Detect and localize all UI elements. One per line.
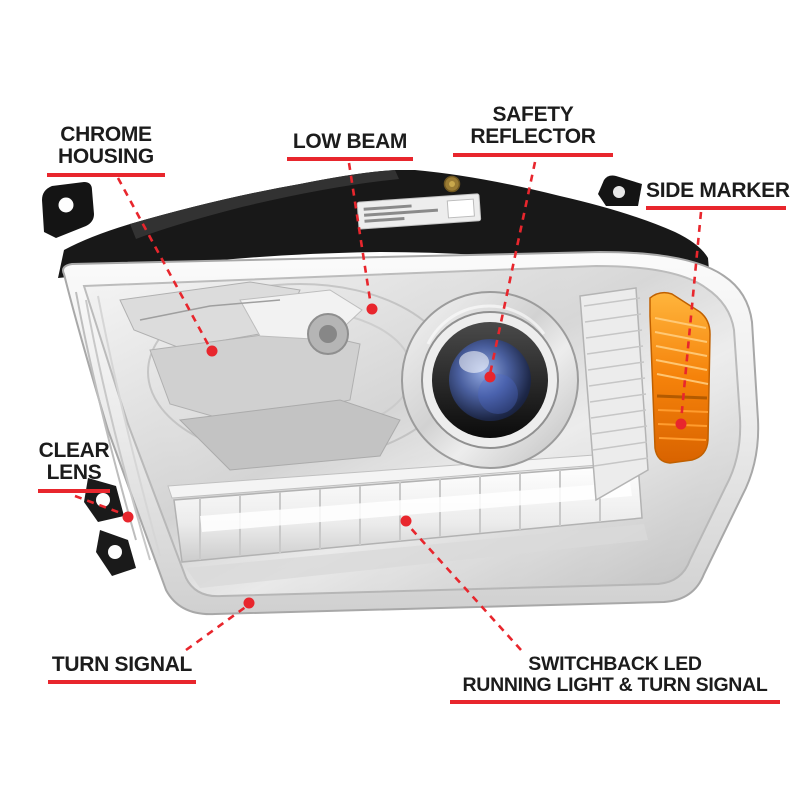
callout-clear-lens: CLEAR LENS — [38, 439, 110, 493]
callout-low-beam: LOW BEAM — [287, 130, 413, 162]
callout-safety-reflector-line2: REFLECTOR — [470, 125, 596, 149]
dot-safety-reflector — [484, 371, 496, 383]
leader-dots — [122, 303, 687, 609]
callout-switchback-led-underline — [450, 699, 780, 704]
leader-low-beam — [347, 162, 373, 307]
amber-side-marker — [649, 291, 711, 464]
lens-edge-ridges — [75, 291, 161, 561]
callout-safety-reflector-underline — [453, 152, 613, 157]
callout-side-marker-line1: SIDE MARKER — [646, 179, 790, 202]
leader-lines — [74, 161, 703, 652]
leader-switchback-led — [406, 523, 522, 651]
leader-safety-reflector — [488, 161, 537, 375]
callout-side-marker: SIDE MARKER — [646, 179, 790, 211]
dot-switchback-led — [400, 515, 412, 527]
low-beam-reflector-bowl — [119, 281, 453, 471]
callout-low-beam-line1: LOW BEAM — [292, 130, 408, 153]
leader-chrome-housing — [116, 177, 212, 349]
safety-reflector-panel — [579, 287, 649, 502]
callout-switchback-led-line1: SWITCHBACK LED — [528, 653, 702, 675]
callout-chrome-housing: CHROME HOUSING — [47, 123, 165, 177]
product-sticker — [356, 193, 482, 230]
callout-switchback-led-line2: RUNNING LIGHT & TURN SIGNAL — [462, 673, 768, 696]
callout-clear-lens-line2: LENS — [46, 461, 102, 485]
dot-side-marker — [675, 418, 687, 430]
callout-safety-reflector-line1: SAFETY — [492, 103, 574, 126]
callout-switchback-led: SWITCHBACK LED RUNNING LIGHT & TURN SIGN… — [450, 654, 780, 704]
callout-clear-lens-line1: CLEAR — [38, 439, 110, 462]
callout-side-marker-underline — [646, 206, 786, 211]
callout-safety-reflector: SAFETY REFLECTOR — [453, 103, 613, 157]
leader-clear-lens — [74, 494, 127, 517]
adjuster-bolt — [443, 175, 461, 193]
callout-turn-signal-underline — [48, 680, 196, 685]
leader-side-marker — [679, 211, 703, 422]
dot-turn-signal — [243, 597, 255, 609]
callout-low-beam-underline — [287, 157, 413, 162]
callout-turn-signal-line1: TURN SIGNAL — [51, 653, 193, 676]
dot-clear-lens — [122, 511, 134, 523]
callout-turn-signal: TURN SIGNAL — [48, 653, 196, 685]
callout-chrome-housing-line2: HOUSING — [58, 145, 154, 169]
callout-chrome-housing-line1: CHROME — [60, 123, 152, 146]
callout-chrome-housing-underline — [47, 172, 165, 177]
callout-clear-lens-underline — [38, 488, 110, 493]
dot-chrome-housing — [206, 345, 218, 357]
dot-low-beam — [366, 303, 378, 315]
